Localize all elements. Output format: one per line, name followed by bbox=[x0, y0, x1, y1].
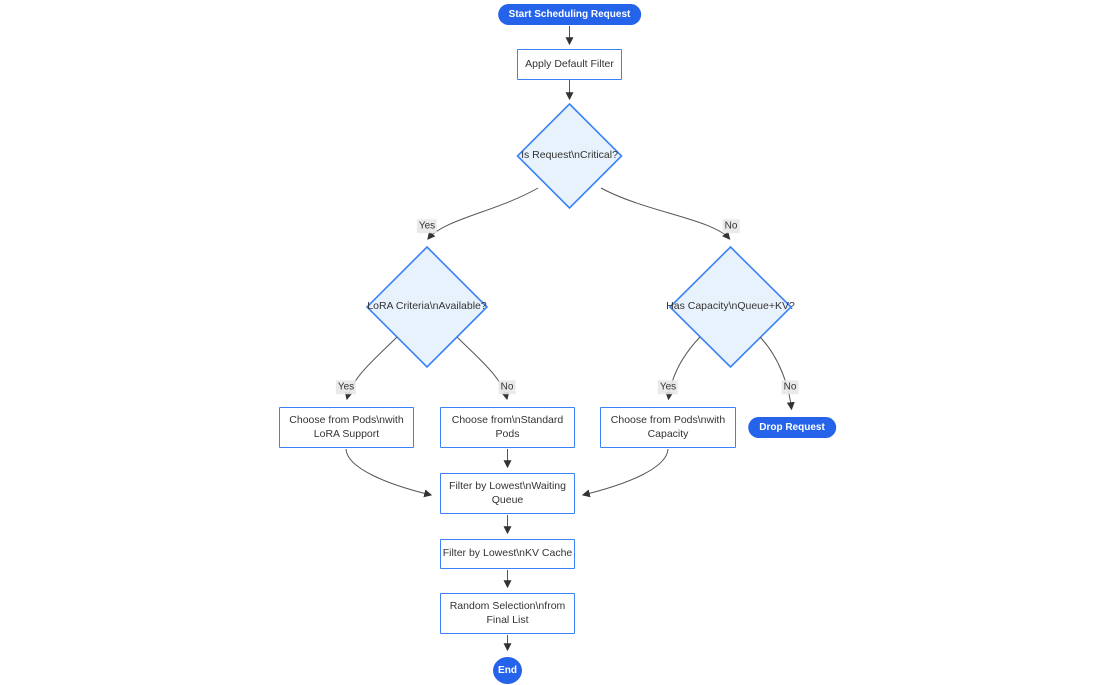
edge-capacity-no bbox=[759, 336, 795, 411]
edge-label-lora-yes: Yes bbox=[335, 380, 357, 394]
node-filter-lowest-kv-cache: Filter by Lowest\nKV Cache bbox=[440, 539, 575, 569]
node-filter-lowest-waiting-queue: Filter by Lowest\nWaiting Queue bbox=[440, 473, 575, 514]
node-has-capacity-queue-kv: Has Capacity\nQueue+KV? bbox=[666, 300, 795, 313]
node-drop-request: Drop Request bbox=[748, 417, 836, 438]
node-apply-default-filter: Apply Default Filter bbox=[517, 49, 622, 80]
node-start: Start Scheduling Request bbox=[497, 4, 642, 25]
node-random-selection-final-list: Random Selection\nfrom Final List bbox=[440, 593, 575, 634]
node-end: End bbox=[493, 657, 522, 684]
node-choose-pods-capacity: Choose from Pods\nwith Capacity bbox=[600, 407, 736, 448]
edge-label-critical-yes: Yes bbox=[416, 219, 438, 233]
node-lora-criteria-available: LoRA Criteria\nAvailable? bbox=[367, 300, 487, 313]
edge-label-capacity-yes: Yes bbox=[657, 380, 679, 394]
edge-label-lora-no: No bbox=[498, 380, 516, 394]
node-is-request-critical: Is Request\nCritical? bbox=[521, 149, 618, 162]
edge-capacitypods-filterqueue bbox=[581, 448, 669, 498]
edge-lorapods-filterqueue bbox=[345, 448, 433, 498]
node-choose-standard-pods: Choose from\nStandard Pods bbox=[440, 407, 575, 448]
node-choose-pods-lora-support: Choose from Pods\nwith LoRA Support bbox=[279, 407, 414, 448]
decision-diamond-is-critical bbox=[516, 102, 623, 210]
decision-diamond-has-capacity bbox=[668, 245, 793, 369]
edge-critical-no bbox=[600, 187, 731, 240]
edge-critical-yes bbox=[427, 187, 539, 240]
edge-label-capacity-no: No bbox=[781, 380, 799, 394]
edge-label-critical-no: No bbox=[722, 219, 740, 233]
